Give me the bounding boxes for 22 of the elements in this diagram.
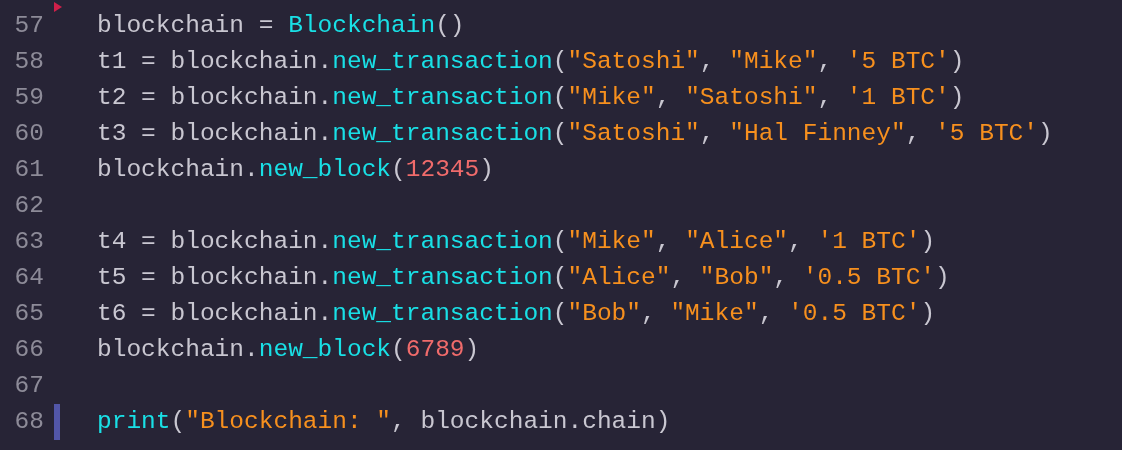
line-number: 61 xyxy=(13,155,44,185)
line-number: 59 xyxy=(13,83,44,113)
code-line: blockchain.new_block(12345) xyxy=(97,155,494,185)
code-line: t4 = blockchain.new_transaction("Mike", "Alice", '1 BTC') xyxy=(97,227,936,257)
code-line: print("Blockchain: ", blockchain.chain) xyxy=(97,407,671,437)
line-number: 63 xyxy=(13,227,44,257)
code-line: blockchain = Blockchain() xyxy=(97,11,465,41)
line-number: 67 xyxy=(13,371,44,401)
line-number: 58 xyxy=(13,47,44,77)
line-number: 57 xyxy=(13,11,44,41)
line-number: 64 xyxy=(13,263,44,293)
line-number: 60 xyxy=(13,119,44,149)
line-number: 62 xyxy=(13,191,44,221)
code-line: t6 = blockchain.new_transaction("Bob", "Mike", '0.5 BTC') xyxy=(97,299,936,329)
line-number: 65 xyxy=(13,299,44,329)
code-line: t2 = blockchain.new_transaction("Mike", "Satoshi", '1 BTC') xyxy=(97,83,965,113)
code-line: t5 = blockchain.new_transaction("Alice", "Bob", '0.5 BTC') xyxy=(97,263,950,293)
code-line: blockchain.new_block(6789) xyxy=(97,335,480,365)
line-number: 68 xyxy=(13,407,44,437)
code-line: t1 = blockchain.new_transaction("Satoshi", "Mike", '5 BTC') xyxy=(97,47,965,77)
code-line: t3 = blockchain.new_transaction("Satoshi", "Hal Finney", '5 BTC') xyxy=(97,119,1053,149)
line-number: 66 xyxy=(13,335,44,365)
